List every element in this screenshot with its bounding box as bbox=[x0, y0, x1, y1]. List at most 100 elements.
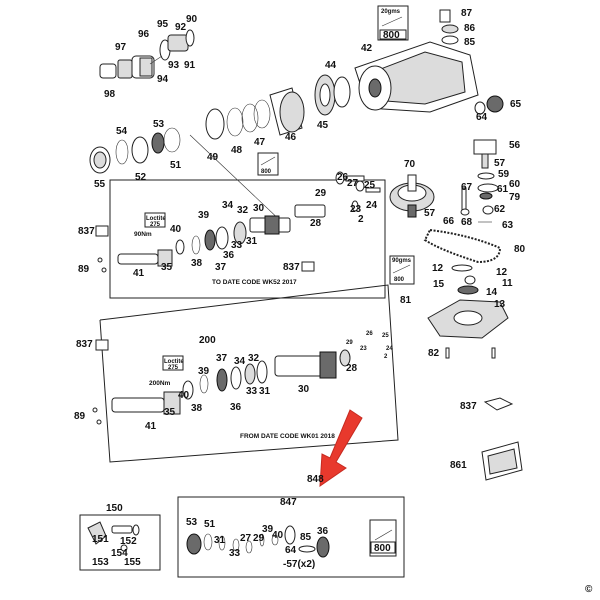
grease-tub-top: 20gms 800 bbox=[377, 5, 409, 41]
callout-53: 53 bbox=[153, 119, 165, 130]
callout-67: 67 bbox=[461, 182, 473, 193]
base-plate-81 bbox=[427, 264, 509, 359]
callout-87: 87 bbox=[461, 8, 473, 19]
kit-callout-85: 85 bbox=[300, 532, 312, 543]
callout-30-b: 30 bbox=[298, 384, 310, 395]
callout-56: 56 bbox=[509, 140, 521, 151]
callout-36-b: 36 bbox=[230, 402, 242, 413]
callout-33-b: 33 bbox=[246, 386, 258, 397]
bearing-group-51-55 bbox=[89, 127, 181, 174]
callout-92: 92 bbox=[175, 22, 187, 33]
callout-40-b: 40 bbox=[178, 390, 190, 401]
caption-torque-90nm: 90Nm bbox=[134, 231, 152, 238]
callout-40: 40 bbox=[170, 224, 182, 235]
svg-text:800: 800 bbox=[383, 30, 400, 41]
callout-52: 52 bbox=[135, 172, 147, 183]
callout-63: 63 bbox=[502, 220, 514, 231]
kit-parts-847 bbox=[186, 525, 330, 558]
assembly-90-98 bbox=[99, 29, 195, 79]
callout-41-b: 41 bbox=[145, 421, 157, 432]
callout-837-b: 837 bbox=[283, 262, 300, 273]
callout-155: 155 bbox=[124, 557, 141, 568]
kit-callout-33: 33 bbox=[229, 548, 241, 559]
callout-837-a: 837 bbox=[78, 226, 95, 237]
callout-14: 14 bbox=[486, 287, 498, 298]
callout-96: 96 bbox=[138, 29, 150, 40]
callout-26: 26 bbox=[337, 172, 349, 183]
kit-callout-31: 31 bbox=[214, 535, 226, 546]
sticker-837-a bbox=[95, 225, 109, 237]
callout-51: 51 bbox=[170, 160, 182, 171]
callout-152: 152 bbox=[120, 536, 137, 547]
callout-25: 25 bbox=[364, 180, 376, 191]
callout-848: 848 bbox=[307, 474, 324, 485]
frame-to-date-section bbox=[109, 179, 386, 299]
caption-from-date-code: FROM DATE CODE WK01 2018 bbox=[240, 433, 335, 440]
callout-66: 66 bbox=[443, 216, 455, 227]
callout-32-b: 32 bbox=[248, 353, 260, 364]
callout-80: 80 bbox=[514, 244, 526, 255]
kit-parts-150 bbox=[87, 521, 140, 552]
callout-89-b: 89 bbox=[74, 411, 86, 422]
callout-15: 15 bbox=[433, 279, 445, 290]
callout-85: 85 bbox=[464, 37, 476, 48]
callout-837-c: 837 bbox=[76, 339, 93, 350]
grease-tub-mid: 800 bbox=[257, 152, 279, 176]
callout-36: 36 bbox=[223, 250, 235, 261]
caption-torque-200nm: 200Nm bbox=[149, 380, 171, 387]
callout-37-b: 37 bbox=[216, 353, 228, 364]
callout-35-b: 35 bbox=[164, 407, 176, 418]
bearing-44-45 bbox=[314, 74, 351, 116]
caption-loctite-b: Loctite bbox=[164, 359, 184, 365]
callout-89: 89 bbox=[78, 264, 90, 275]
callout-12-b: 12 bbox=[496, 267, 508, 278]
kit-callout-36: 36 bbox=[317, 526, 329, 537]
kit-callout-27: 27 bbox=[240, 533, 252, 544]
callout-68: 68 bbox=[461, 217, 473, 228]
callout-93: 93 bbox=[168, 60, 180, 71]
callout-34-b: 34 bbox=[234, 356, 246, 367]
callout-34: 34 bbox=[222, 200, 234, 211]
callout-57-gear: 57 bbox=[424, 208, 436, 219]
svg-text:800: 800 bbox=[374, 543, 391, 554]
gear-housing-42 bbox=[354, 9, 479, 113]
spindle-assembly-from-2018 bbox=[111, 349, 351, 415]
callout-90: 90 bbox=[186, 14, 198, 25]
kit-callout-51: 51 bbox=[204, 519, 216, 530]
callout-35: 35 bbox=[161, 262, 173, 273]
callout-62: 62 bbox=[494, 204, 506, 215]
kit-callout-57x2: -57(x2) bbox=[283, 559, 315, 570]
shaft-group-56-63 bbox=[460, 139, 499, 223]
callout-95: 95 bbox=[157, 19, 169, 30]
callout-29-b: 29 bbox=[346, 340, 353, 346]
caption-loctite-b-num: 275 bbox=[168, 365, 179, 371]
svg-text:800: 800 bbox=[261, 169, 272, 175]
callout-64: 64 bbox=[476, 112, 488, 123]
kit-callout-39: 39 bbox=[262, 524, 274, 535]
grease-tub-kit: 800 bbox=[369, 519, 397, 557]
callout-57: 57 bbox=[494, 158, 506, 169]
callout-29: 29 bbox=[315, 188, 327, 199]
callout-60: 60 bbox=[509, 179, 521, 190]
callout-25-b: 25 bbox=[382, 333, 389, 339]
sticker-837-b bbox=[301, 261, 315, 272]
callout-28: 28 bbox=[310, 218, 322, 229]
svg-text:800: 800 bbox=[394, 277, 405, 283]
callout-59: 59 bbox=[498, 169, 510, 180]
callout-38: 38 bbox=[191, 258, 203, 269]
callout-65: 65 bbox=[510, 99, 522, 110]
callout-86: 86 bbox=[464, 23, 476, 34]
case-861 bbox=[481, 441, 523, 481]
callout-23: 23 bbox=[350, 204, 362, 215]
kit-callout-29: 29 bbox=[253, 533, 265, 544]
callout-24-b: 24 bbox=[386, 346, 393, 352]
callout-61: 61 bbox=[497, 184, 509, 195]
frame-kit-150 bbox=[79, 514, 161, 571]
callout-48: 48 bbox=[231, 145, 243, 156]
grease-tub-right: 90gms 800 bbox=[389, 255, 415, 285]
callout-47: 47 bbox=[254, 137, 266, 148]
sticker-837-c bbox=[95, 339, 109, 351]
callout-2: 2 bbox=[358, 214, 364, 225]
callout-44: 44 bbox=[325, 60, 337, 71]
callout-54: 54 bbox=[116, 126, 128, 137]
